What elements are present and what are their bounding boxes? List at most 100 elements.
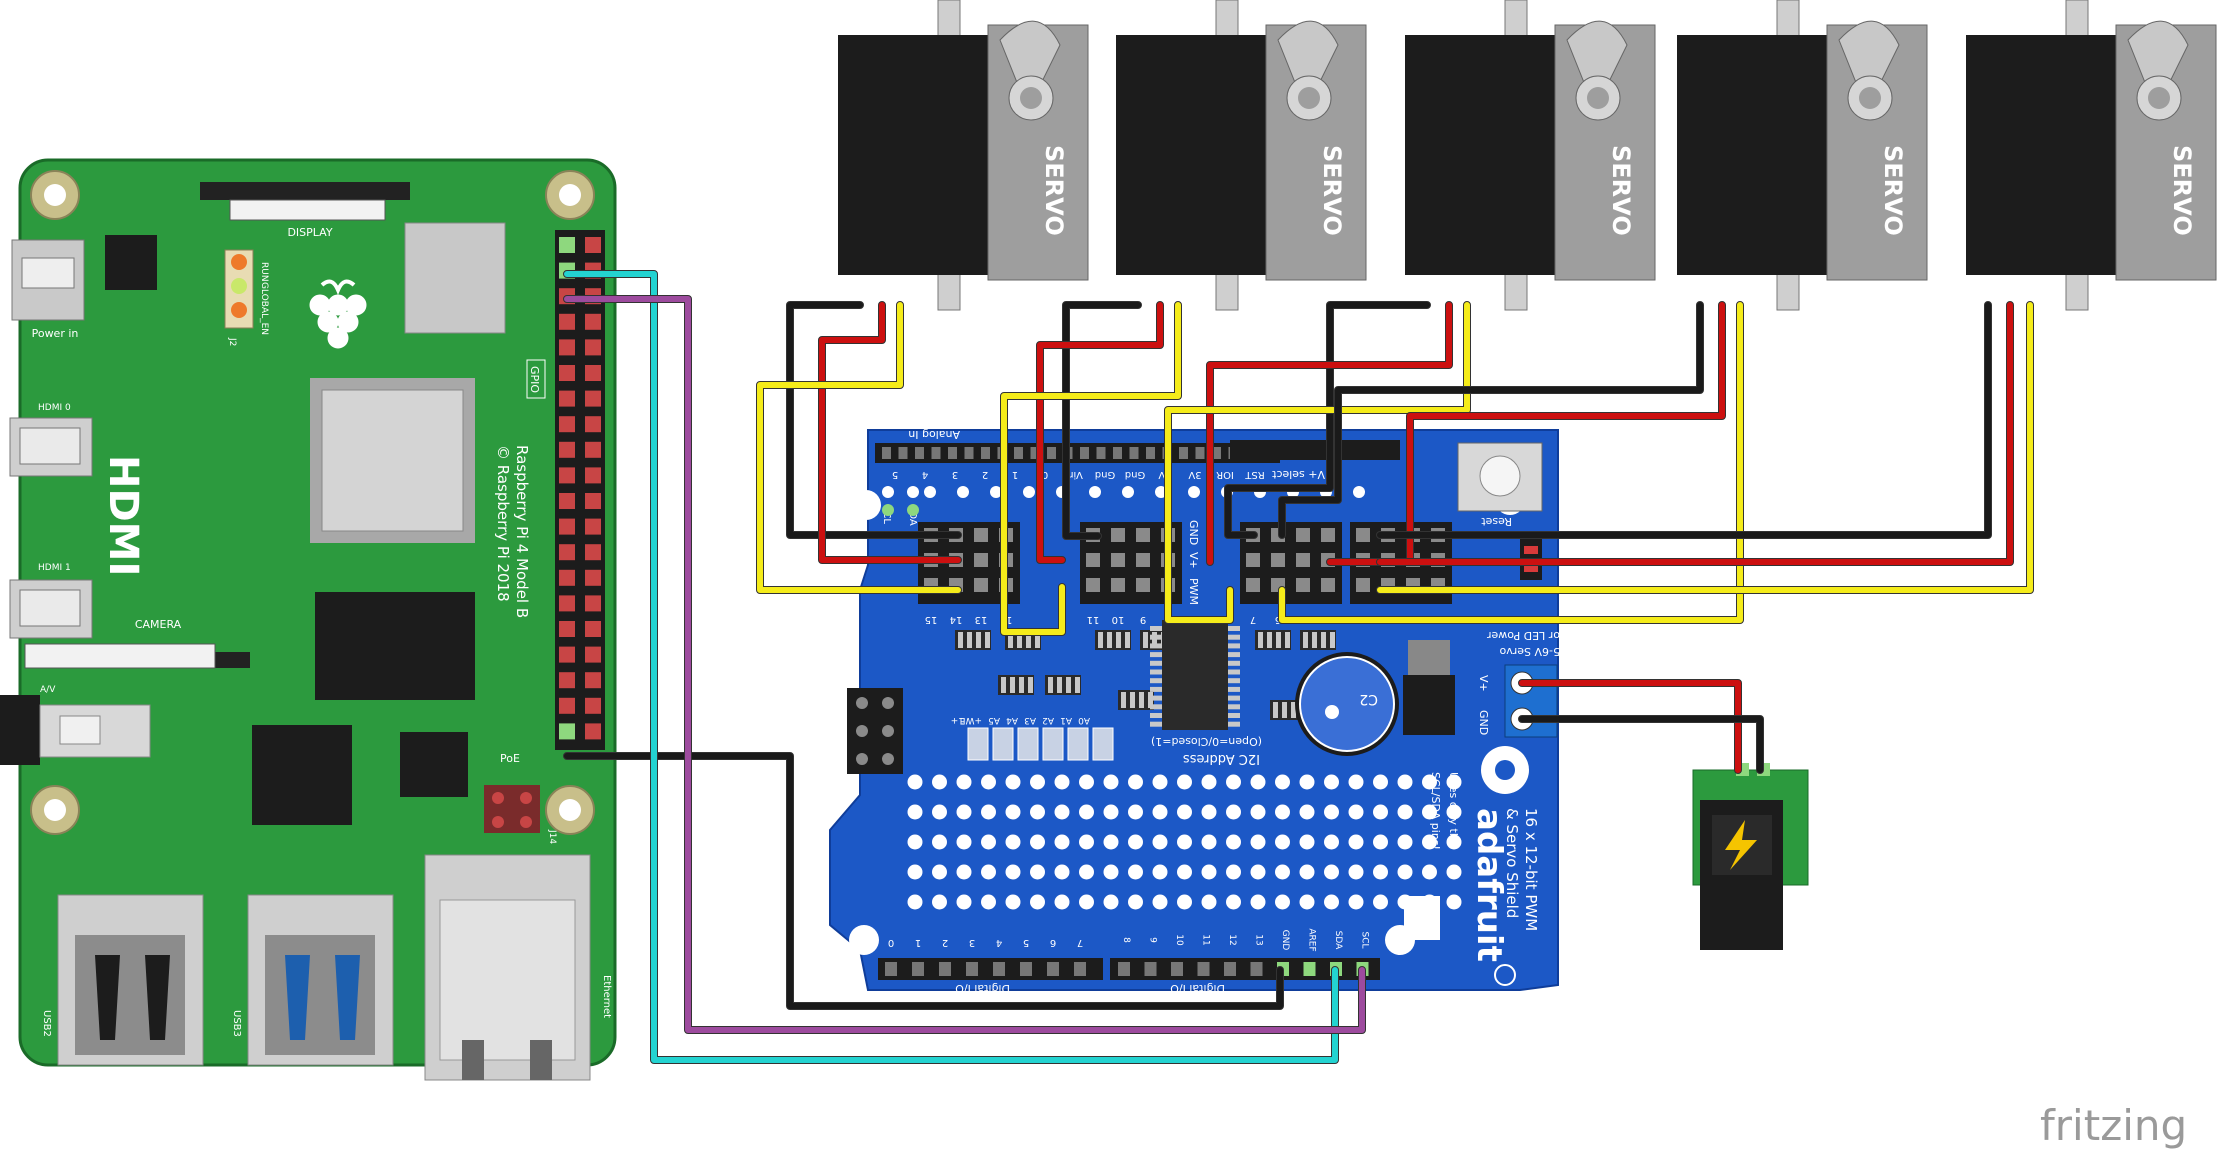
proto-hole (1226, 804, 1241, 820)
smd-resistor (1045, 675, 1081, 695)
wire (1279, 302, 1743, 623)
address-jumper-pad[interactable] (967, 727, 989, 761)
top-pin-label: 5 (892, 469, 898, 480)
proto-hole (1103, 894, 1119, 910)
proto-hole (1054, 864, 1070, 880)
proto-hole (1373, 804, 1388, 820)
top-pin-label: 3 (952, 469, 958, 480)
wire (1519, 680, 1741, 773)
proto-hole (1348, 894, 1364, 910)
wire (1225, 302, 1430, 538)
digital-pin (993, 962, 1005, 976)
proto-hole (1299, 774, 1315, 790)
address-jumper-pad[interactable] (1017, 727, 1039, 761)
gpio-pin (559, 467, 575, 484)
address-jumper-pad[interactable] (992, 727, 1014, 761)
channel-label: 7 (1250, 614, 1256, 625)
servo-header-pin (1296, 528, 1310, 542)
servo-header-pin (1246, 553, 1260, 567)
proto-hole (1275, 864, 1290, 880)
gpio-pin (559, 672, 575, 689)
servo-label: SERVO (1318, 145, 1346, 236)
proto-hole (1422, 834, 1437, 850)
proto-hole (1324, 804, 1339, 820)
digital-pin (1197, 962, 1210, 976)
proto-hole (1324, 864, 1339, 880)
icsp-header (847, 688, 903, 774)
digital-pin (1144, 962, 1157, 976)
proto-hole (1128, 834, 1143, 850)
top-pin-label: Vin (1067, 469, 1083, 480)
digital-pin (912, 962, 924, 976)
digital-pin-label: 8 (1121, 937, 1131, 943)
wire (1279, 302, 1703, 538)
header-pin (898, 447, 908, 459)
address-jumper-pad[interactable] (1092, 727, 1114, 761)
servo-header-pin (974, 528, 988, 542)
copyright-text: © Raspberry Pi 2018 (494, 445, 512, 602)
gpio-pin (559, 544, 575, 561)
proto-hole (1054, 774, 1070, 790)
servo-motor: SERVO (838, 0, 1089, 311)
header-pin (948, 447, 957, 459)
proto-hole (1422, 864, 1437, 880)
servo-header-pin (1086, 553, 1100, 567)
proto-hole (1299, 894, 1315, 910)
digital-pin (1224, 962, 1236, 976)
proto-hole (1030, 774, 1045, 790)
servo-header-pin (1111, 578, 1125, 592)
header-pin (882, 447, 891, 459)
servo-header-pin (1111, 553, 1125, 567)
gpio-pin (559, 493, 575, 509)
top-pin-label: 0 (1042, 469, 1048, 480)
gpio-pin (559, 416, 575, 433)
gnd-header-label: GND (1187, 520, 1200, 545)
digital-pin (1303, 962, 1316, 976)
proto-hole (981, 864, 996, 880)
address-jumper-pad[interactable] (1042, 727, 1064, 761)
header-pin (1113, 447, 1122, 459)
proto-hole (956, 774, 972, 790)
gpio-pin (559, 237, 575, 253)
proto-hole (1275, 804, 1290, 820)
gpio-pin (559, 365, 575, 381)
address-label: A2 (1042, 715, 1054, 725)
address-label: A1 (1060, 715, 1072, 725)
v-select-label: V+ select (1271, 468, 1325, 481)
i2c-hint-label: (Open=0/Closed=1) (1151, 735, 1262, 748)
proto-hole (1446, 894, 1462, 910)
proto-hole (907, 774, 923, 790)
servo-label: SERVO (1040, 145, 1068, 236)
channel-label: 13 (975, 614, 988, 625)
gpio-pin (559, 313, 575, 330)
digital-pin-label: GND (1280, 930, 1290, 951)
gpio-pin (585, 441, 601, 458)
av-label: A/V (40, 685, 56, 695)
servo-power-line2: or LED Power (1486, 629, 1560, 642)
proto-hole (1422, 804, 1437, 820)
wire (787, 302, 961, 538)
proto-hole (1030, 864, 1045, 880)
wire-group (563, 270, 2034, 1064)
proto-hole (1103, 774, 1119, 790)
address-jumper-pad[interactable] (1067, 727, 1089, 761)
wire (1377, 302, 2013, 565)
proto-hole (1348, 834, 1364, 850)
header-pin (1212, 447, 1221, 459)
proto-hole (1324, 834, 1339, 850)
proto-hole (1446, 804, 1462, 820)
digital-pin-label: 1 (915, 937, 921, 948)
proto-hole (1054, 804, 1070, 820)
uses-line1: Uses only the (1447, 772, 1460, 847)
gpio-pin (585, 365, 601, 381)
brand-label: adafruit (1469, 808, 1509, 962)
gpio-pin (559, 595, 575, 612)
usb2-label: USB2 (41, 1010, 52, 1037)
proto-hole (1152, 864, 1168, 880)
proto-hole (1152, 834, 1168, 850)
proto-hole (932, 804, 947, 820)
top-pin-label: Gnd (1125, 469, 1145, 480)
proto-hole (1152, 804, 1168, 820)
servo-header-pin (1271, 553, 1285, 567)
wire (1207, 302, 1452, 565)
